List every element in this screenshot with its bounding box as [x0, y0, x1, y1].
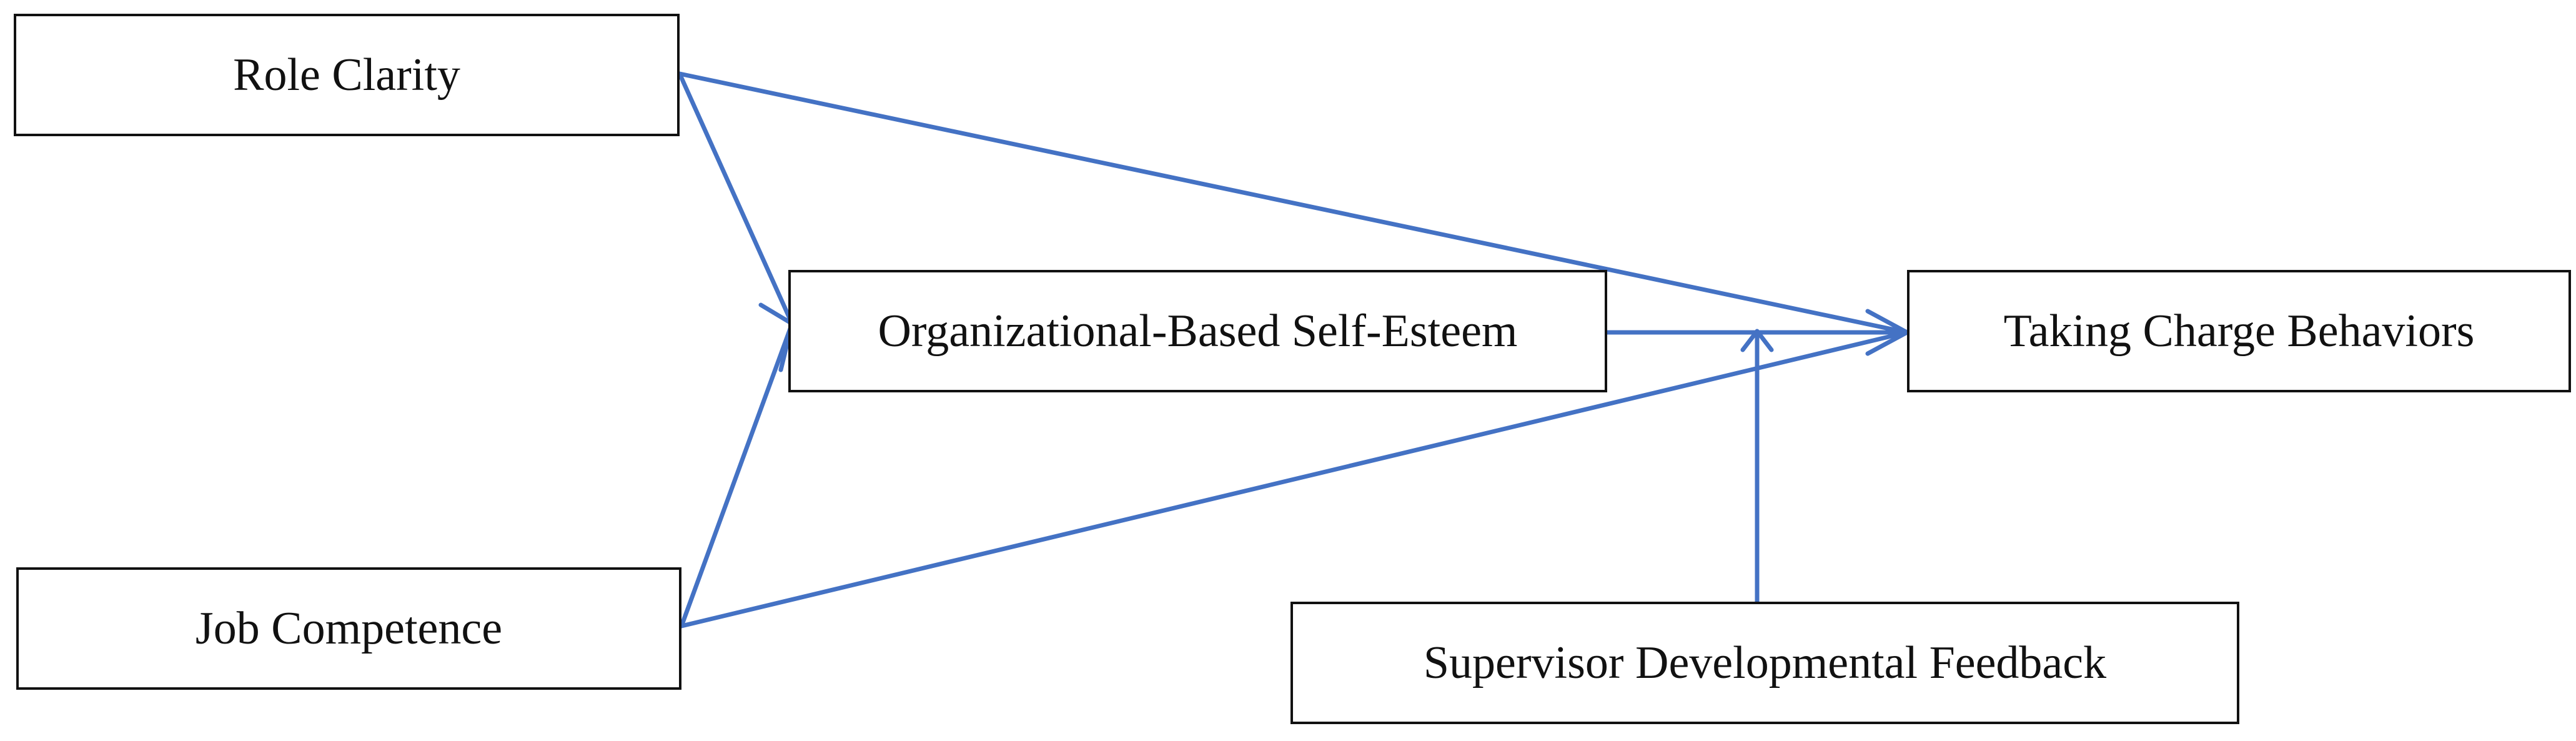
node-job-competence-label: Job Competence [195, 602, 503, 654]
node-role-clarity-label: Role Clarity [233, 49, 460, 101]
node-taking-charge-label: Taking Charge Behaviors [2003, 305, 2475, 357]
node-organizational-based-self-esteem: Organizational-Based Self-Esteem [788, 270, 1607, 392]
node-role-clarity: Role Clarity [14, 14, 680, 136]
node-job-competence: Job Competence [16, 567, 681, 690]
node-supervisor-feedback-label: Supervisor Developmental Feedback [1423, 637, 2107, 689]
node-obse-label: Organizational-Based Self-Esteem [878, 305, 1518, 357]
arrowhead-moderation [1740, 329, 1774, 352]
node-supervisor-developmental-feedback: Supervisor Developmental Feedback [1290, 602, 2239, 724]
node-taking-charge-behaviors: Taking Charge Behaviors [1907, 270, 2571, 392]
edge-job-competence-to-taking-charge [679, 330, 1910, 629]
edge-role-clarity-to-taking-charge [677, 71, 1910, 335]
edge-job-competence-to-obse [679, 321, 795, 629]
edge-role-clarity-to-obse [677, 71, 795, 326]
